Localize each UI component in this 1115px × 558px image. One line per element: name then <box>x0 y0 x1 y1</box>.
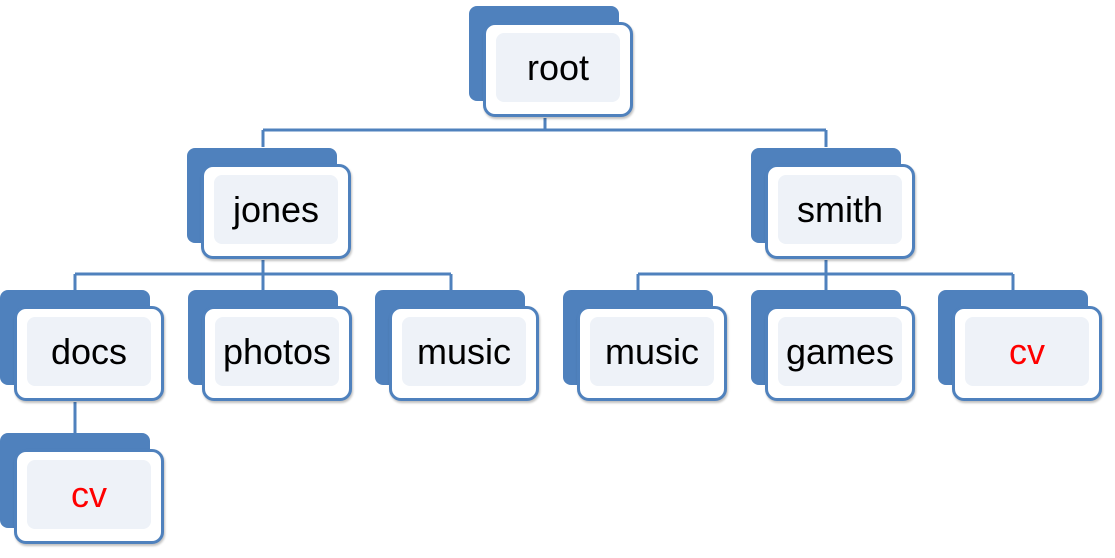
node-label: root <box>496 33 620 102</box>
node-label: docs <box>27 317 151 386</box>
node-card: root <box>483 22 633 117</box>
connector-jones <box>73 260 453 290</box>
node-label: photos <box>215 317 339 386</box>
node-label: music <box>590 317 714 386</box>
node-card: music <box>389 306 539 401</box>
node-card: photos <box>202 306 352 401</box>
node-label: cv <box>965 317 1089 386</box>
node-card: cv <box>14 449 164 544</box>
node-label: games <box>778 317 902 386</box>
node-card: music <box>577 306 727 401</box>
node-card: cv <box>952 306 1102 401</box>
node-card: jones <box>201 164 351 259</box>
node-card: smith <box>765 164 915 259</box>
connector-root <box>261 118 828 147</box>
node-label: music <box>402 317 526 386</box>
connector-smith <box>636 260 1015 290</box>
node-label: jones <box>214 175 338 244</box>
node-label: cv <box>27 460 151 529</box>
node-card: docs <box>14 306 164 401</box>
node-card: games <box>765 306 915 401</box>
node-label: smith <box>778 175 902 244</box>
